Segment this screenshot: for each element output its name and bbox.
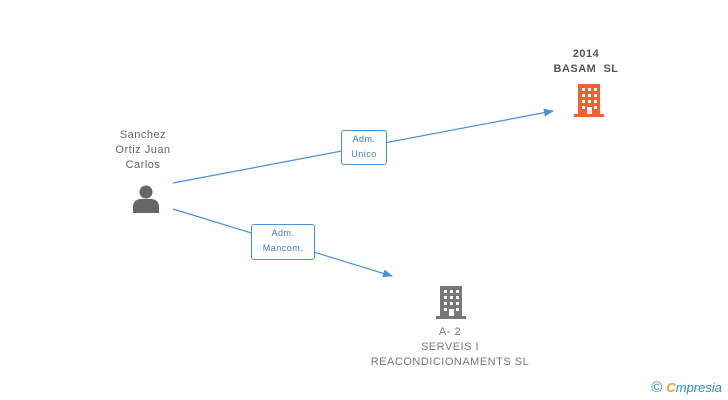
edge-label-line: Adm. <box>352 134 376 144</box>
company-name-line: 2014 <box>572 48 600 60</box>
edge-label-line: Unico <box>351 149 377 159</box>
building-icon[interactable] <box>574 84 604 117</box>
brand-initial: C <box>666 380 676 395</box>
person-name-line: Ortiz Juan <box>115 144 171 156</box>
edge-label-line: Adm. <box>271 228 295 238</box>
edge-label-adm-mancom: Adm. Mancom. <box>251 224 315 260</box>
edge-label-line: Mancom. <box>262 243 304 253</box>
person-name-line: Sanchez <box>119 129 167 141</box>
company-name-line: SERVEIS I <box>420 341 480 353</box>
brand-rest: mpresia <box>675 380 722 395</box>
brand-name: Cmpresia <box>666 380 722 395</box>
company-serveis-label[interactable]: A- 2 SERVEIS I REACONDICIONAMENTS SL <box>350 325 550 370</box>
person-icon[interactable] <box>133 185 159 214</box>
person-name-label[interactable]: Sanchez Ortiz Juan Carlos <box>98 128 188 173</box>
company-name-line: REACONDICIONAMENTS SL <box>370 356 530 368</box>
company-basam-label[interactable]: 2014 BASAM SL <box>526 47 646 77</box>
copyright-symbol: © <box>651 379 663 396</box>
edge-label-adm-unico: Adm. Unico <box>341 130 387 165</box>
person-name-line: Carlos <box>125 159 161 171</box>
building-icon[interactable] <box>436 286 466 319</box>
company-name-line: A- 2 <box>438 326 462 338</box>
empresia-watermark: © Cmpresia <box>651 379 722 396</box>
company-name-line: BASAM SL <box>553 63 619 75</box>
